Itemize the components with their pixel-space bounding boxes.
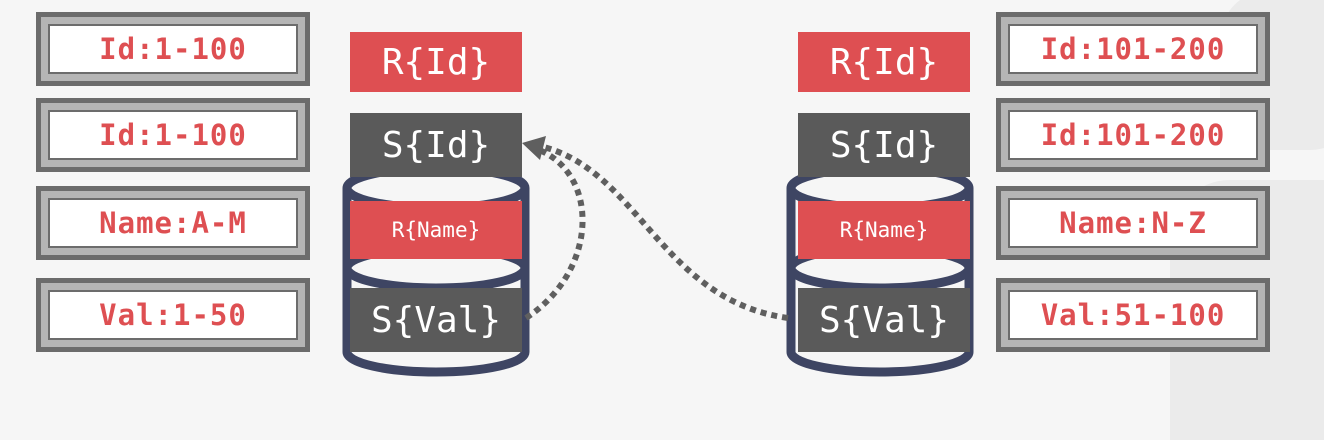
right-partition-3: Name:N-Z bbox=[996, 186, 1270, 260]
left-partition-2: Id:1-100 bbox=[36, 98, 310, 172]
right-partition-label: Id:101-200 bbox=[1008, 110, 1258, 160]
local-arrow bbox=[524, 145, 586, 321]
right-partition-1: Id:101-200 bbox=[996, 12, 1270, 86]
right-partition-label: Name:N-Z bbox=[1008, 198, 1258, 248]
left-disk-s-id-label: S{Id} bbox=[350, 113, 522, 177]
left-disk-s-val-label: S{Val} bbox=[350, 288, 522, 352]
arrowhead-icon bbox=[522, 136, 546, 160]
right-partition-label: Id:101-200 bbox=[1008, 24, 1258, 74]
right-disk-s-val-label: S{Val} bbox=[798, 288, 970, 352]
left-partition-label: Name:A-M bbox=[48, 198, 298, 248]
right-partition-label: Val:51-100 bbox=[1008, 290, 1258, 340]
left-partition-3: Name:A-M bbox=[36, 186, 310, 260]
right-disk-s-id-label: S{Id} bbox=[798, 113, 970, 177]
right-disk-r-name-label: R{Name} bbox=[798, 201, 970, 259]
left-node-r-id-label: R{Id} bbox=[350, 32, 522, 92]
right-node-r-id-label: R{Id} bbox=[798, 32, 970, 92]
left-partition-label: Id:1-100 bbox=[48, 110, 298, 160]
left-partition-label: Id:1-100 bbox=[48, 24, 298, 74]
left-partition-4: Val:1-50 bbox=[36, 278, 310, 352]
left-partition-label: Val:1-50 bbox=[48, 290, 298, 340]
left-disk-r-name-label: R{Name} bbox=[350, 201, 522, 259]
remote-arrow bbox=[539, 143, 789, 321]
left-partition-1: Id:1-100 bbox=[36, 12, 310, 86]
right-partition-4: Val:51-100 bbox=[996, 278, 1270, 352]
data-movement-arrows bbox=[522, 136, 789, 321]
right-partition-2: Id:101-200 bbox=[996, 98, 1270, 172]
